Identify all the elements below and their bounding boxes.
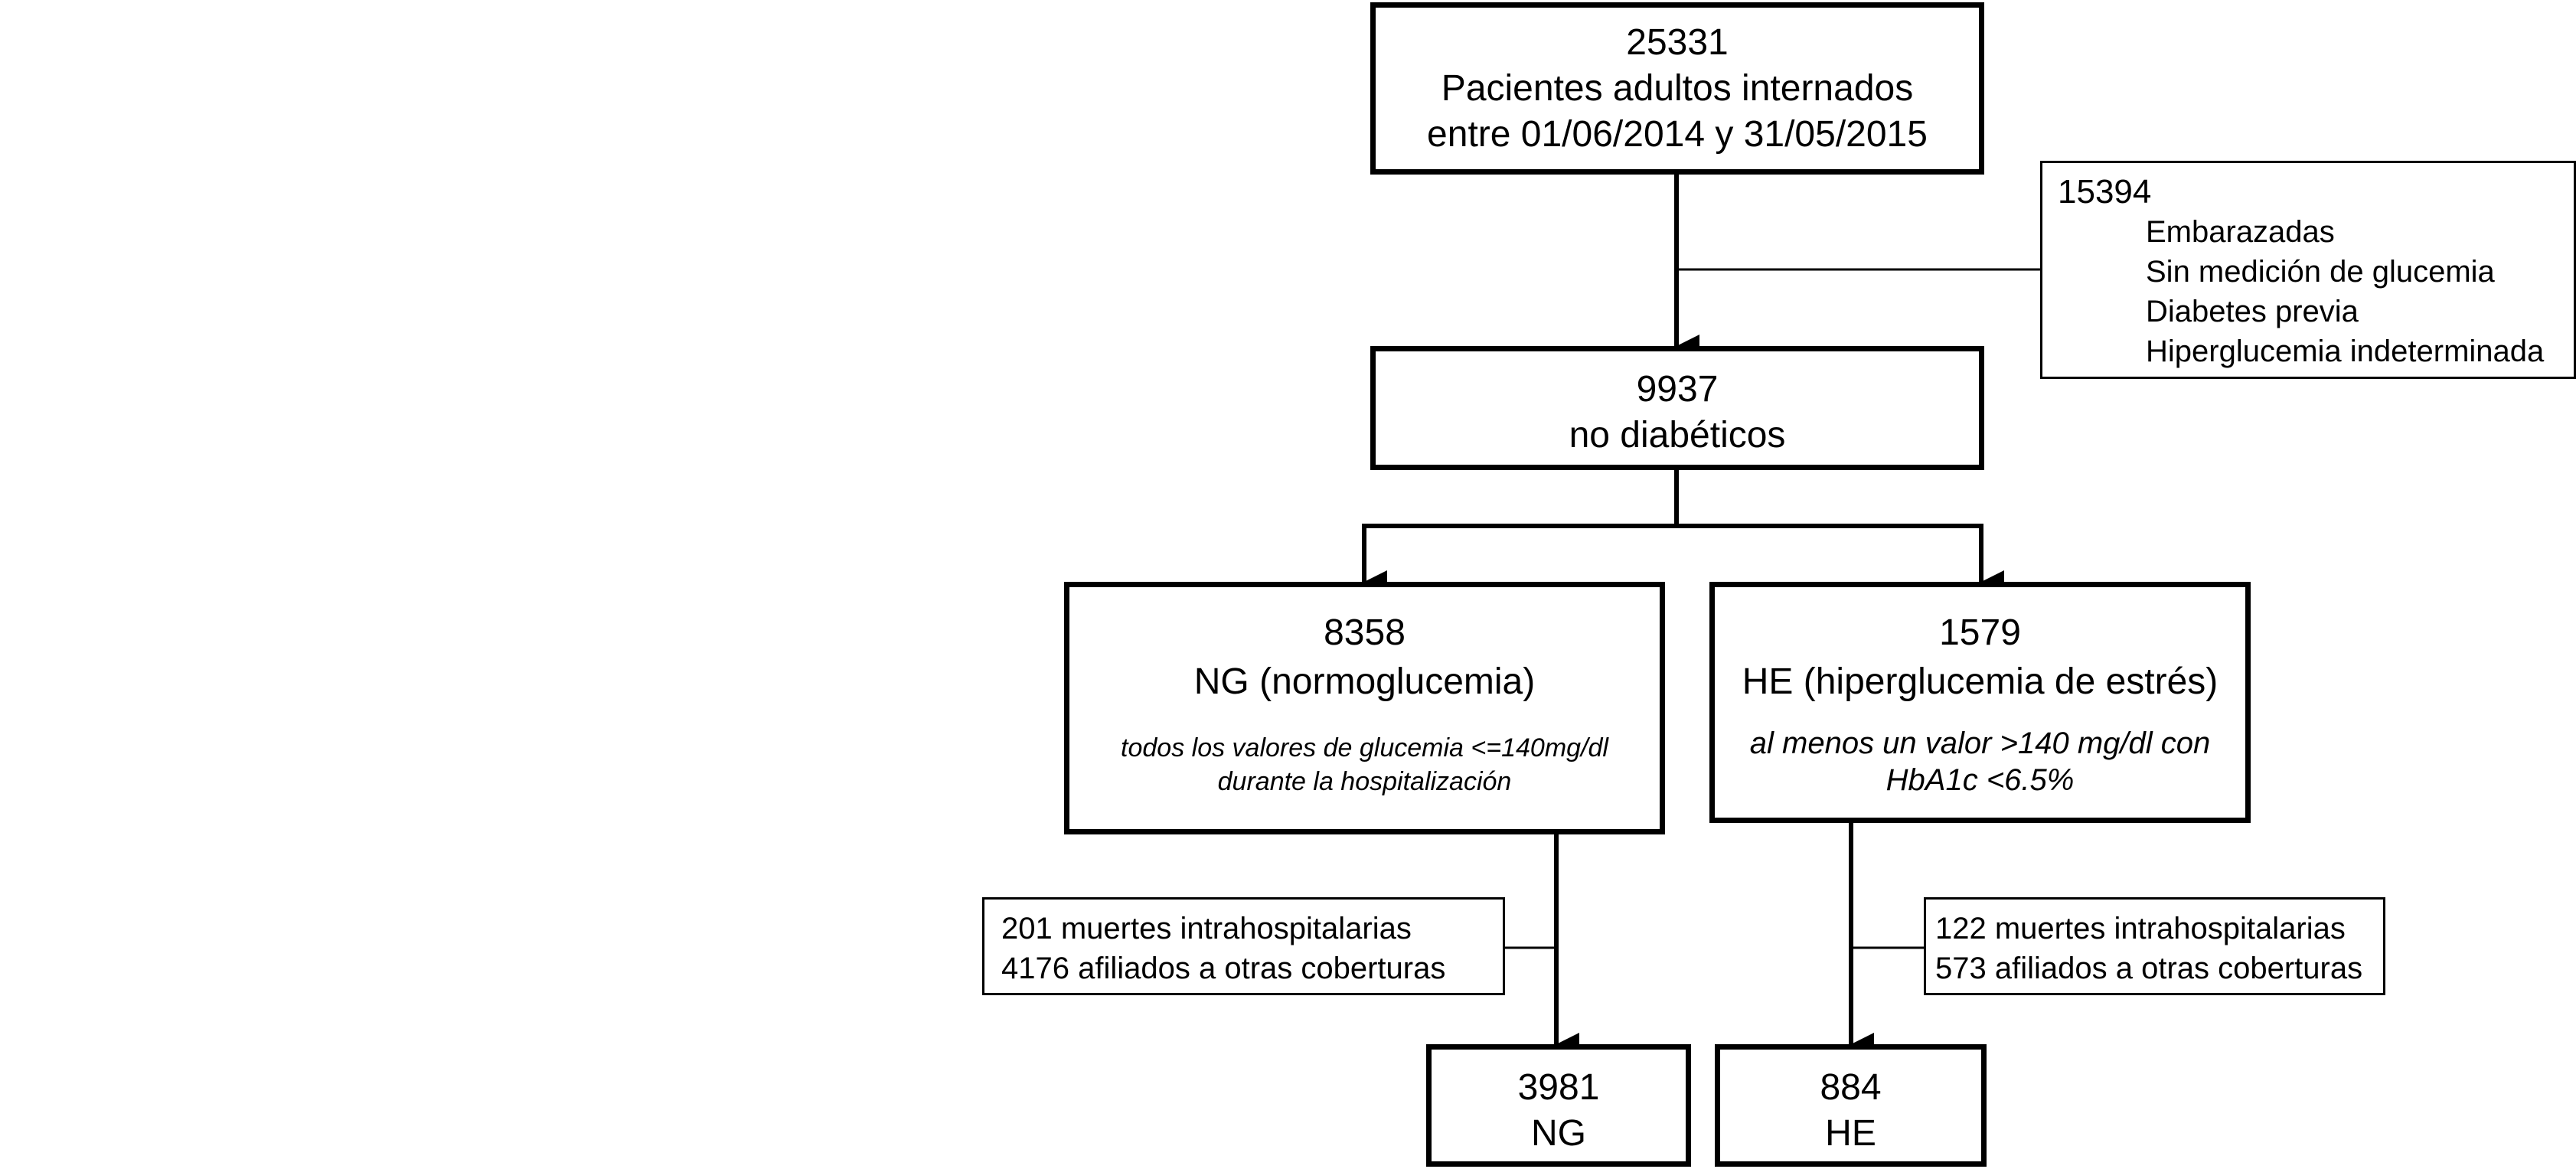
non-diabetic-count: 9937	[1636, 369, 1719, 410]
ng-criteria-line1: todos los valores de glucemia <=140mg/dl	[1121, 733, 1608, 762]
ng-count: 8358	[1324, 612, 1406, 653]
he-excluded-box: 122 muertes intrahospitalarias 573 afili…	[1924, 897, 2385, 995]
ng-excluded-box: 201 muertes intrahospitalarias 4176 afil…	[982, 897, 1505, 995]
ng-final-count: 3981	[1517, 1067, 1600, 1108]
he-excluded-other-coverage: 573 afiliados a otras coberturas	[1935, 952, 2363, 985]
total-patients-box: 25331 Pacientes adultos internados entre…	[1370, 2, 1984, 175]
total-label-line1: Pacientes adultos internados	[1441, 68, 1914, 109]
excluded-reason: Diabetes previa	[2146, 295, 2359, 328]
excluded-reason: Embarazadas	[2146, 215, 2335, 249]
excluded-reason: Hiperglucemia indeterminada	[2146, 335, 2545, 368]
ng-group-box: 8358 NG (normoglucemia) todos los valore…	[1064, 582, 1665, 834]
total-count: 25331	[1626, 22, 1729, 63]
he-final-label: HE	[1825, 1113, 1876, 1154]
ng-criteria-line2: durante la hospitalización	[1217, 767, 1512, 796]
ng-excluded-other-coverage: 4176 afiliados a otras coberturas	[1001, 952, 1446, 985]
ng-label: NG (normoglucemia)	[1193, 661, 1536, 702]
ng-final-label: NG	[1531, 1113, 1586, 1154]
excluded-reason: Sin medición de glucemia	[2146, 255, 2495, 289]
non-diabetic-label: no diabéticos	[1569, 415, 1786, 456]
excluded-box: 15394 Embarazadas Sin medición de glucem…	[2040, 161, 2576, 379]
he-excluded-deaths: 122 muertes intrahospitalarias	[1935, 912, 2346, 945]
ng-excluded-deaths: 201 muertes intrahospitalarias	[1001, 912, 1412, 945]
ng-final-box: 3981 NG	[1426, 1044, 1691, 1167]
he-criteria-line1: al menos un valor >140 mg/dl con	[1749, 727, 2211, 760]
excluded-count: 15394	[2058, 173, 2152, 211]
non-diabetic-box: 9937 no diabéticos	[1370, 346, 1984, 470]
he-final-box: 884 HE	[1715, 1044, 1987, 1167]
he-label: HE (hiperglucemia de estrés)	[1742, 661, 2218, 702]
he-group-box: 1579 HE (hiperglucemia de estrés) al men…	[1709, 582, 2251, 823]
he-final-count: 884	[1820, 1067, 1882, 1108]
total-label-line2: entre 01/06/2014 y 31/05/2015	[1427, 114, 1928, 155]
he-criteria-line2: HbA1c <6.5%	[1885, 763, 2075, 797]
he-count: 1579	[1939, 612, 2021, 653]
